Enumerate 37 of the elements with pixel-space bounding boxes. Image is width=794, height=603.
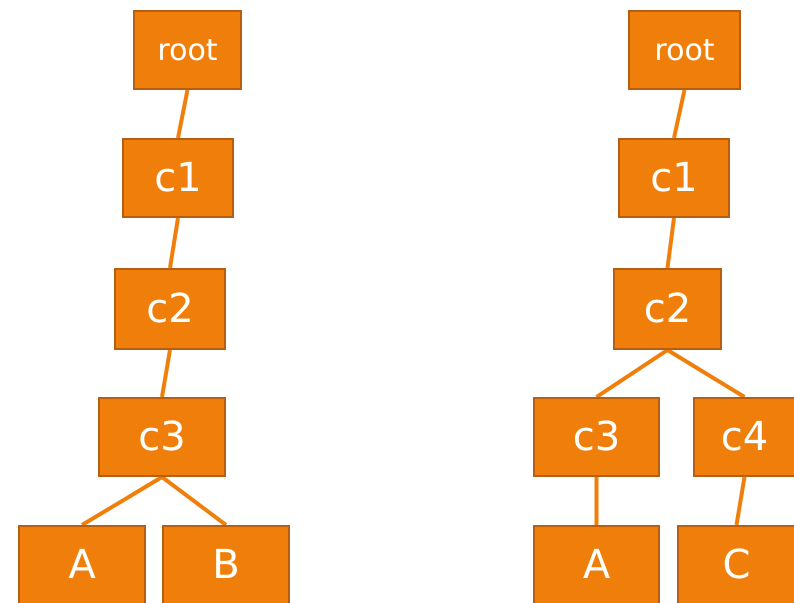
connector-line <box>666 348 746 399</box>
tree-node-box <box>533 397 660 477</box>
tree-node-box <box>133 10 242 90</box>
tree-node-box <box>162 525 290 603</box>
tree-node-box <box>122 138 234 218</box>
node-label: root <box>654 32 715 68</box>
tree-node-box <box>533 525 660 603</box>
tree-node-box <box>18 525 146 603</box>
tree-node-box <box>618 138 730 218</box>
connector-line <box>176 90 190 138</box>
connector-line <box>80 475 164 527</box>
connector-line <box>734 476 746 526</box>
tree-node-box <box>628 10 741 90</box>
node-label: C <box>722 542 750 588</box>
node-label: root <box>157 32 218 68</box>
tree-node-box <box>693 397 794 477</box>
node-label: c3 <box>138 414 186 460</box>
connector-line <box>595 348 669 399</box>
node-label: A <box>582 542 610 588</box>
connector-line <box>160 350 172 398</box>
node-label: A <box>68 542 96 588</box>
node-label: c3 <box>572 414 620 460</box>
node-label: c2 <box>146 286 194 332</box>
tree-node-box <box>613 268 722 350</box>
connector-line <box>666 218 676 268</box>
tree-node-box <box>114 268 226 350</box>
node-label: c1 <box>650 155 698 201</box>
node-label: c2 <box>644 286 692 332</box>
tree-node-box <box>677 525 794 603</box>
connector-line <box>168 218 180 268</box>
node-label: c1 <box>154 155 202 201</box>
connector-line <box>594 477 598 525</box>
node-label: B <box>212 542 240 588</box>
node-label: c4 <box>720 414 768 460</box>
tree-node-box <box>98 397 226 477</box>
connector-line <box>160 475 228 527</box>
connector-line <box>672 90 686 138</box>
